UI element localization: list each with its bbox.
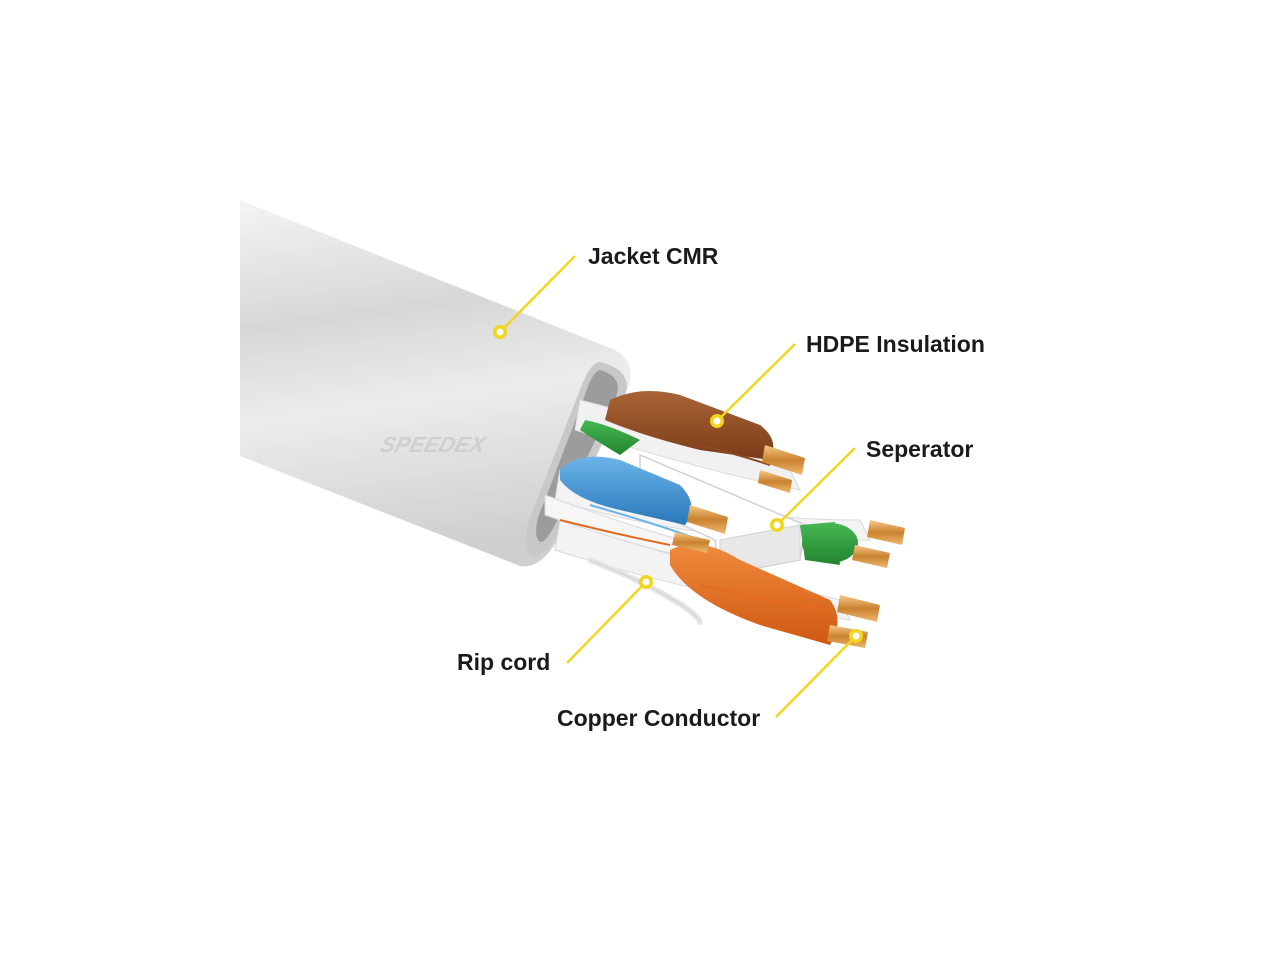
label-separator: Seperator bbox=[866, 436, 973, 462]
label-jacket-cmr: Jacket CMR bbox=[588, 243, 719, 269]
watermark-logo: SPEEDEX bbox=[378, 432, 490, 457]
callout-leaders bbox=[493, 255, 863, 718]
label-hdpe-insulation: HDPE Insulation bbox=[806, 331, 985, 357]
label-rip-cord: Rip cord bbox=[457, 649, 550, 675]
label-copper-conductor: Copper Conductor bbox=[557, 705, 760, 731]
twisted-pairs bbox=[544, 391, 871, 645]
